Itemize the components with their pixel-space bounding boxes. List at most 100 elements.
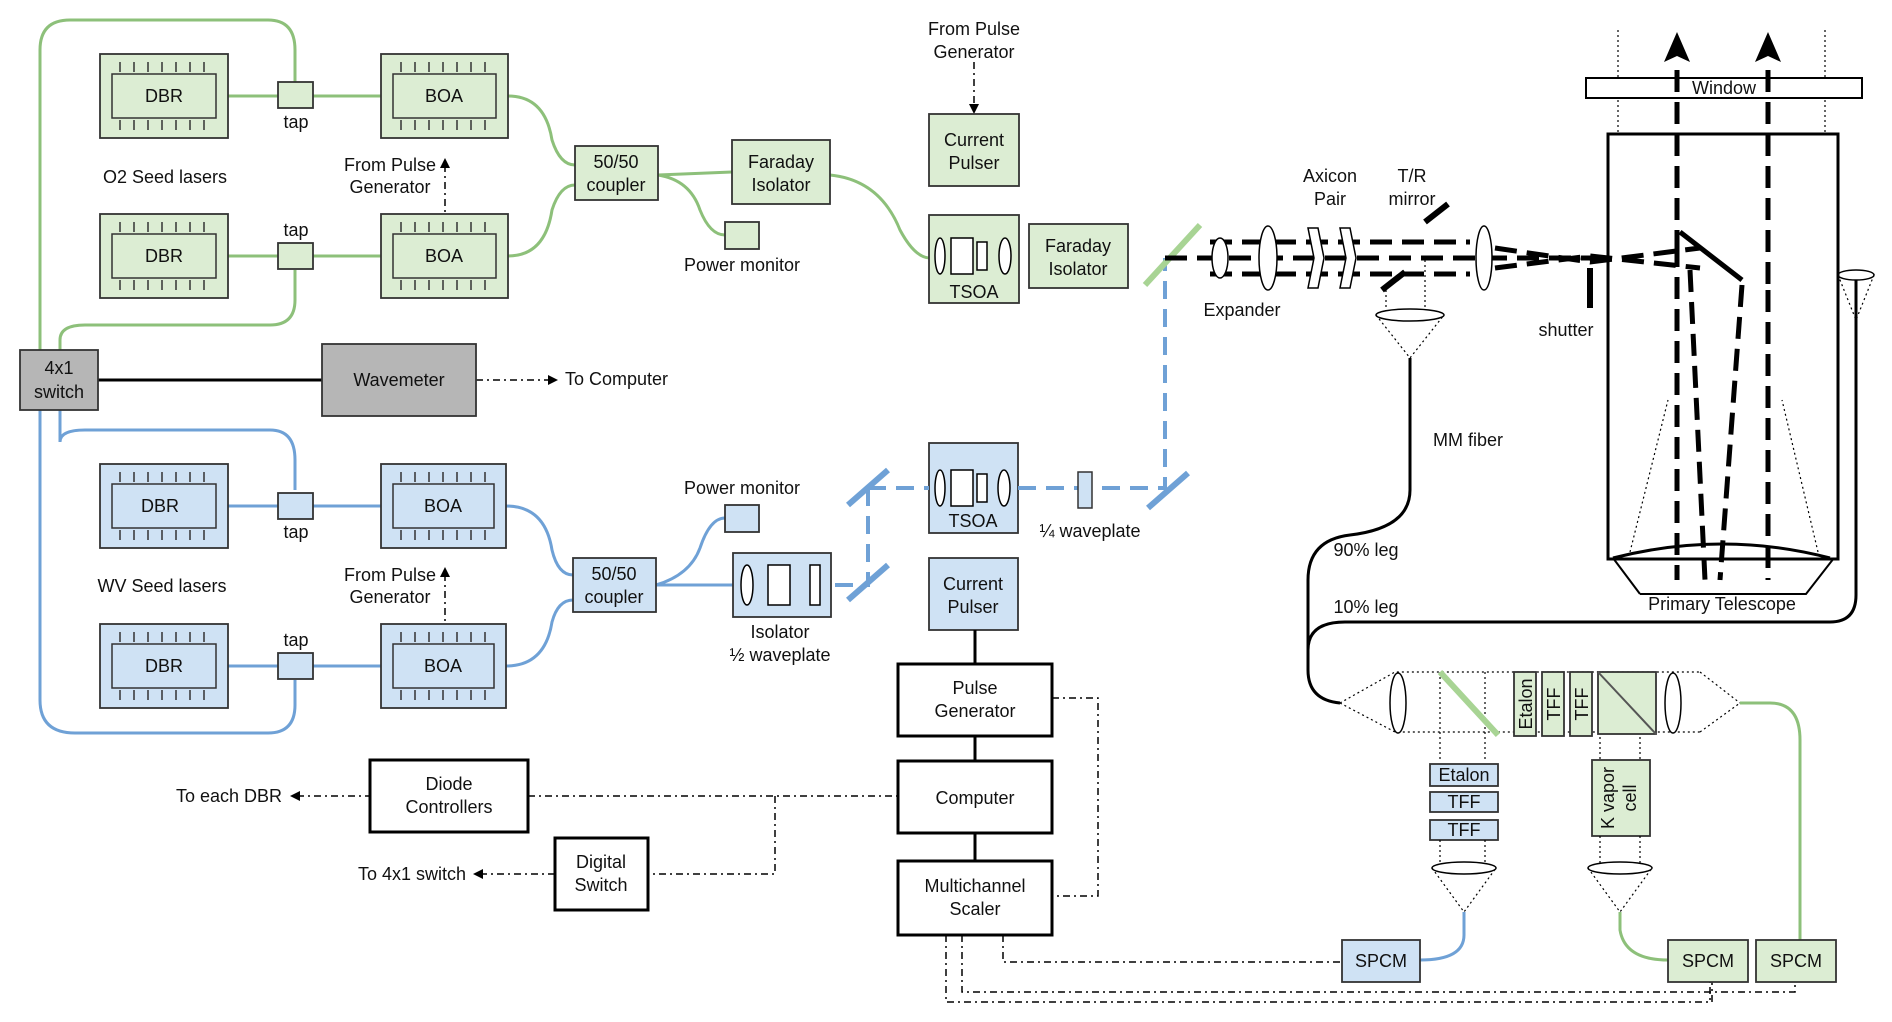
svg-text:Switch: Switch — [574, 875, 627, 895]
boa-o2-2: BOA — [380, 213, 509, 299]
svg-text:Isolator: Isolator — [1048, 259, 1107, 279]
boa-label: BOA — [425, 246, 463, 266]
svg-text:Scaler: Scaler — [949, 899, 1000, 919]
svg-text:Computer: Computer — [935, 788, 1014, 808]
dbr-o2-2: DBR — [99, 213, 229, 299]
tff-o2-1: TFF — [1541, 671, 1565, 737]
coupler-o2: 50/50 coupler — [574, 145, 659, 201]
from-pulse-label-1: From Pulse — [344, 155, 436, 175]
spcm-o2: SPCM — [1755, 939, 1837, 983]
k-vapor-cell: K vapor cell — [1591, 759, 1651, 837]
tap-wv-2 — [277, 652, 314, 680]
mm-fiber — [1306, 358, 1412, 705]
spcm-wv-lens — [1431, 861, 1497, 875]
from-pulse-label-2: Generator — [933, 42, 1014, 62]
to-computer-label: To Computer — [565, 369, 668, 389]
spcm-wv: SPCM — [1341, 939, 1421, 983]
svg-text:Pulser: Pulser — [948, 153, 999, 173]
svg-text:Generator: Generator — [934, 701, 1015, 721]
dbr-o2-1: DBR — [99, 53, 229, 139]
power-monitor-wv — [724, 504, 760, 533]
tap-o2-2 — [277, 242, 314, 270]
svg-text:TFF: TFF — [1544, 688, 1564, 721]
axicon-label-1: Axicon — [1303, 166, 1357, 186]
axicon-1 — [1307, 227, 1325, 289]
wv-fiber-bus — [38, 410, 297, 735]
etalon-wv: Etalon — [1429, 763, 1499, 787]
quarter-waveplate — [1077, 471, 1093, 509]
svg-text:SPCM: SPCM — [1682, 951, 1734, 971]
svg-text:coupler: coupler — [586, 175, 645, 195]
quarter-waveplate-label: ¼ waveplate — [1039, 521, 1140, 541]
tr-mirror — [1423, 201, 1450, 225]
tff-wv-2: TFF — [1429, 819, 1499, 841]
svg-text:Current: Current — [944, 130, 1004, 150]
tap-label: tap — [283, 112, 308, 132]
to-each-dbr-label: To each DBR — [176, 786, 282, 806]
current-pulser-wv: Current Pulser — [928, 557, 1019, 631]
shutter-label: shutter — [1538, 320, 1593, 340]
from-pulse-label-2: Generator — [349, 587, 430, 607]
svg-text:Controllers: Controllers — [405, 797, 492, 817]
boa-wv-2: BOA — [380, 623, 507, 709]
svg-text:50/50: 50/50 — [591, 564, 636, 584]
wv-mirror-3 — [1146, 470, 1190, 511]
spcm-k: SPCM — [1667, 939, 1749, 983]
from-pulse-label-1: From Pulse — [344, 565, 436, 585]
tap-label: tap — [283, 220, 308, 240]
svg-text:TFF: TFF — [1572, 688, 1592, 721]
etalon-o2: Etalon — [1513, 671, 1537, 737]
dbr-wv-2: DBR — [99, 623, 229, 709]
to-switch-label: To 4x1 switch — [358, 864, 466, 884]
svg-text:coupler: coupler — [584, 587, 643, 607]
svg-text:switch: switch — [34, 382, 84, 402]
spcm-k-fiber — [1618, 912, 1669, 962]
o2-seed-label: O2 Seed lasers — [103, 167, 227, 187]
beam-splitter-cube — [1597, 671, 1657, 735]
boa-label: BOA — [424, 656, 462, 676]
svg-text:Pulse: Pulse — [952, 678, 997, 698]
dbr-wv-1: DBR — [99, 463, 229, 549]
receive-lens-mm — [1375, 308, 1445, 322]
boa-label: BOA — [424, 496, 462, 516]
receiver-lens-2 — [1664, 672, 1682, 734]
tap-label: tap — [283, 522, 308, 542]
tff-o2-2: TFF — [1569, 671, 1593, 737]
receiver-beam-paths — [1339, 671, 1741, 760]
arrow-up-icon — [1664, 32, 1690, 62]
power-monitor-label: Power monitor — [684, 478, 800, 498]
leg-90-label: 90% leg — [1333, 540, 1398, 560]
receive-lens-10pct — [1837, 269, 1875, 281]
dbr-label: DBR — [145, 246, 183, 266]
isolator-wv — [732, 552, 832, 618]
svg-text:TFF: TFF — [1448, 792, 1481, 812]
svg-text:Faraday: Faraday — [1045, 236, 1111, 256]
receiver-lens-1 — [1389, 672, 1407, 734]
wv-mirror-1 — [846, 467, 890, 508]
svg-text:SPCM: SPCM — [1770, 951, 1822, 971]
svg-text:SPCM: SPCM — [1355, 951, 1407, 971]
faraday-isolator-2: Faraday Isolator — [1028, 223, 1129, 289]
coupler-wv: 50/50 coupler — [572, 557, 657, 613]
tap-o2-1 — [277, 81, 314, 109]
svg-text:Etalon: Etalon — [1516, 678, 1536, 729]
wavemeter: Wavemeter — [321, 343, 477, 417]
leg-10-label: 10% leg — [1333, 597, 1398, 617]
svg-text:TFF: TFF — [1448, 820, 1481, 840]
tr-label-1: T/R — [1398, 166, 1427, 186]
tr-label-2: mirror — [1389, 189, 1436, 209]
o2-fiber-bus — [38, 18, 297, 350]
tap-wv-1 — [277, 492, 314, 520]
expander-lens-2 — [1258, 225, 1278, 291]
primary-telescope-label: Primary Telescope — [1648, 594, 1796, 614]
spcm-k-lens — [1587, 861, 1653, 875]
digital-switch: Digital Switch — [553, 836, 650, 912]
svg-text:Faraday: Faraday — [748, 152, 814, 172]
svg-text:Digital: Digital — [576, 852, 626, 872]
boa-wv-1: BOA — [380, 463, 507, 549]
current-pulser-o2: Current Pulser — [928, 113, 1020, 187]
svg-text:K vapor: K vapor — [1598, 767, 1618, 829]
wv-seed-label: WV Seed lasers — [97, 576, 226, 596]
svg-text:cell: cell — [1620, 784, 1640, 811]
